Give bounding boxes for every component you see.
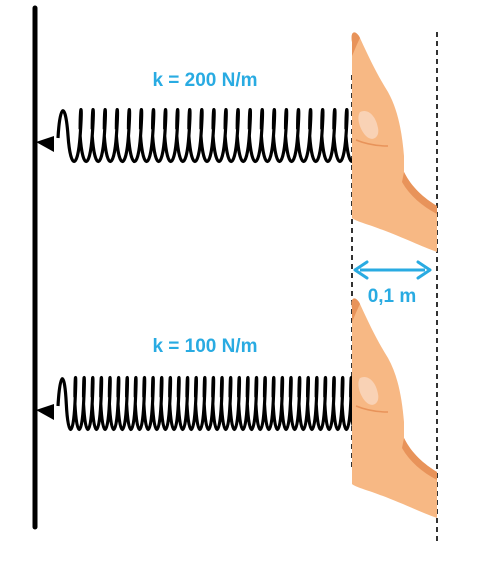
spring-mount-top <box>36 136 54 152</box>
hand-icon <box>351 32 437 252</box>
hand-icon <box>351 298 437 518</box>
spring-mount-bottom <box>36 404 54 420</box>
spring-bottom <box>56 376 362 431</box>
spring-coil <box>56 108 361 163</box>
double-arrow-icon <box>353 260 432 280</box>
spring-top <box>56 108 361 163</box>
displacement-label: 0,1 m <box>368 286 417 307</box>
spring-constant-label-bottom: k = 100 N/m <box>152 336 257 357</box>
spring-coil <box>56 376 362 431</box>
spring-constant-label-top: k = 200 N/m <box>152 70 257 91</box>
